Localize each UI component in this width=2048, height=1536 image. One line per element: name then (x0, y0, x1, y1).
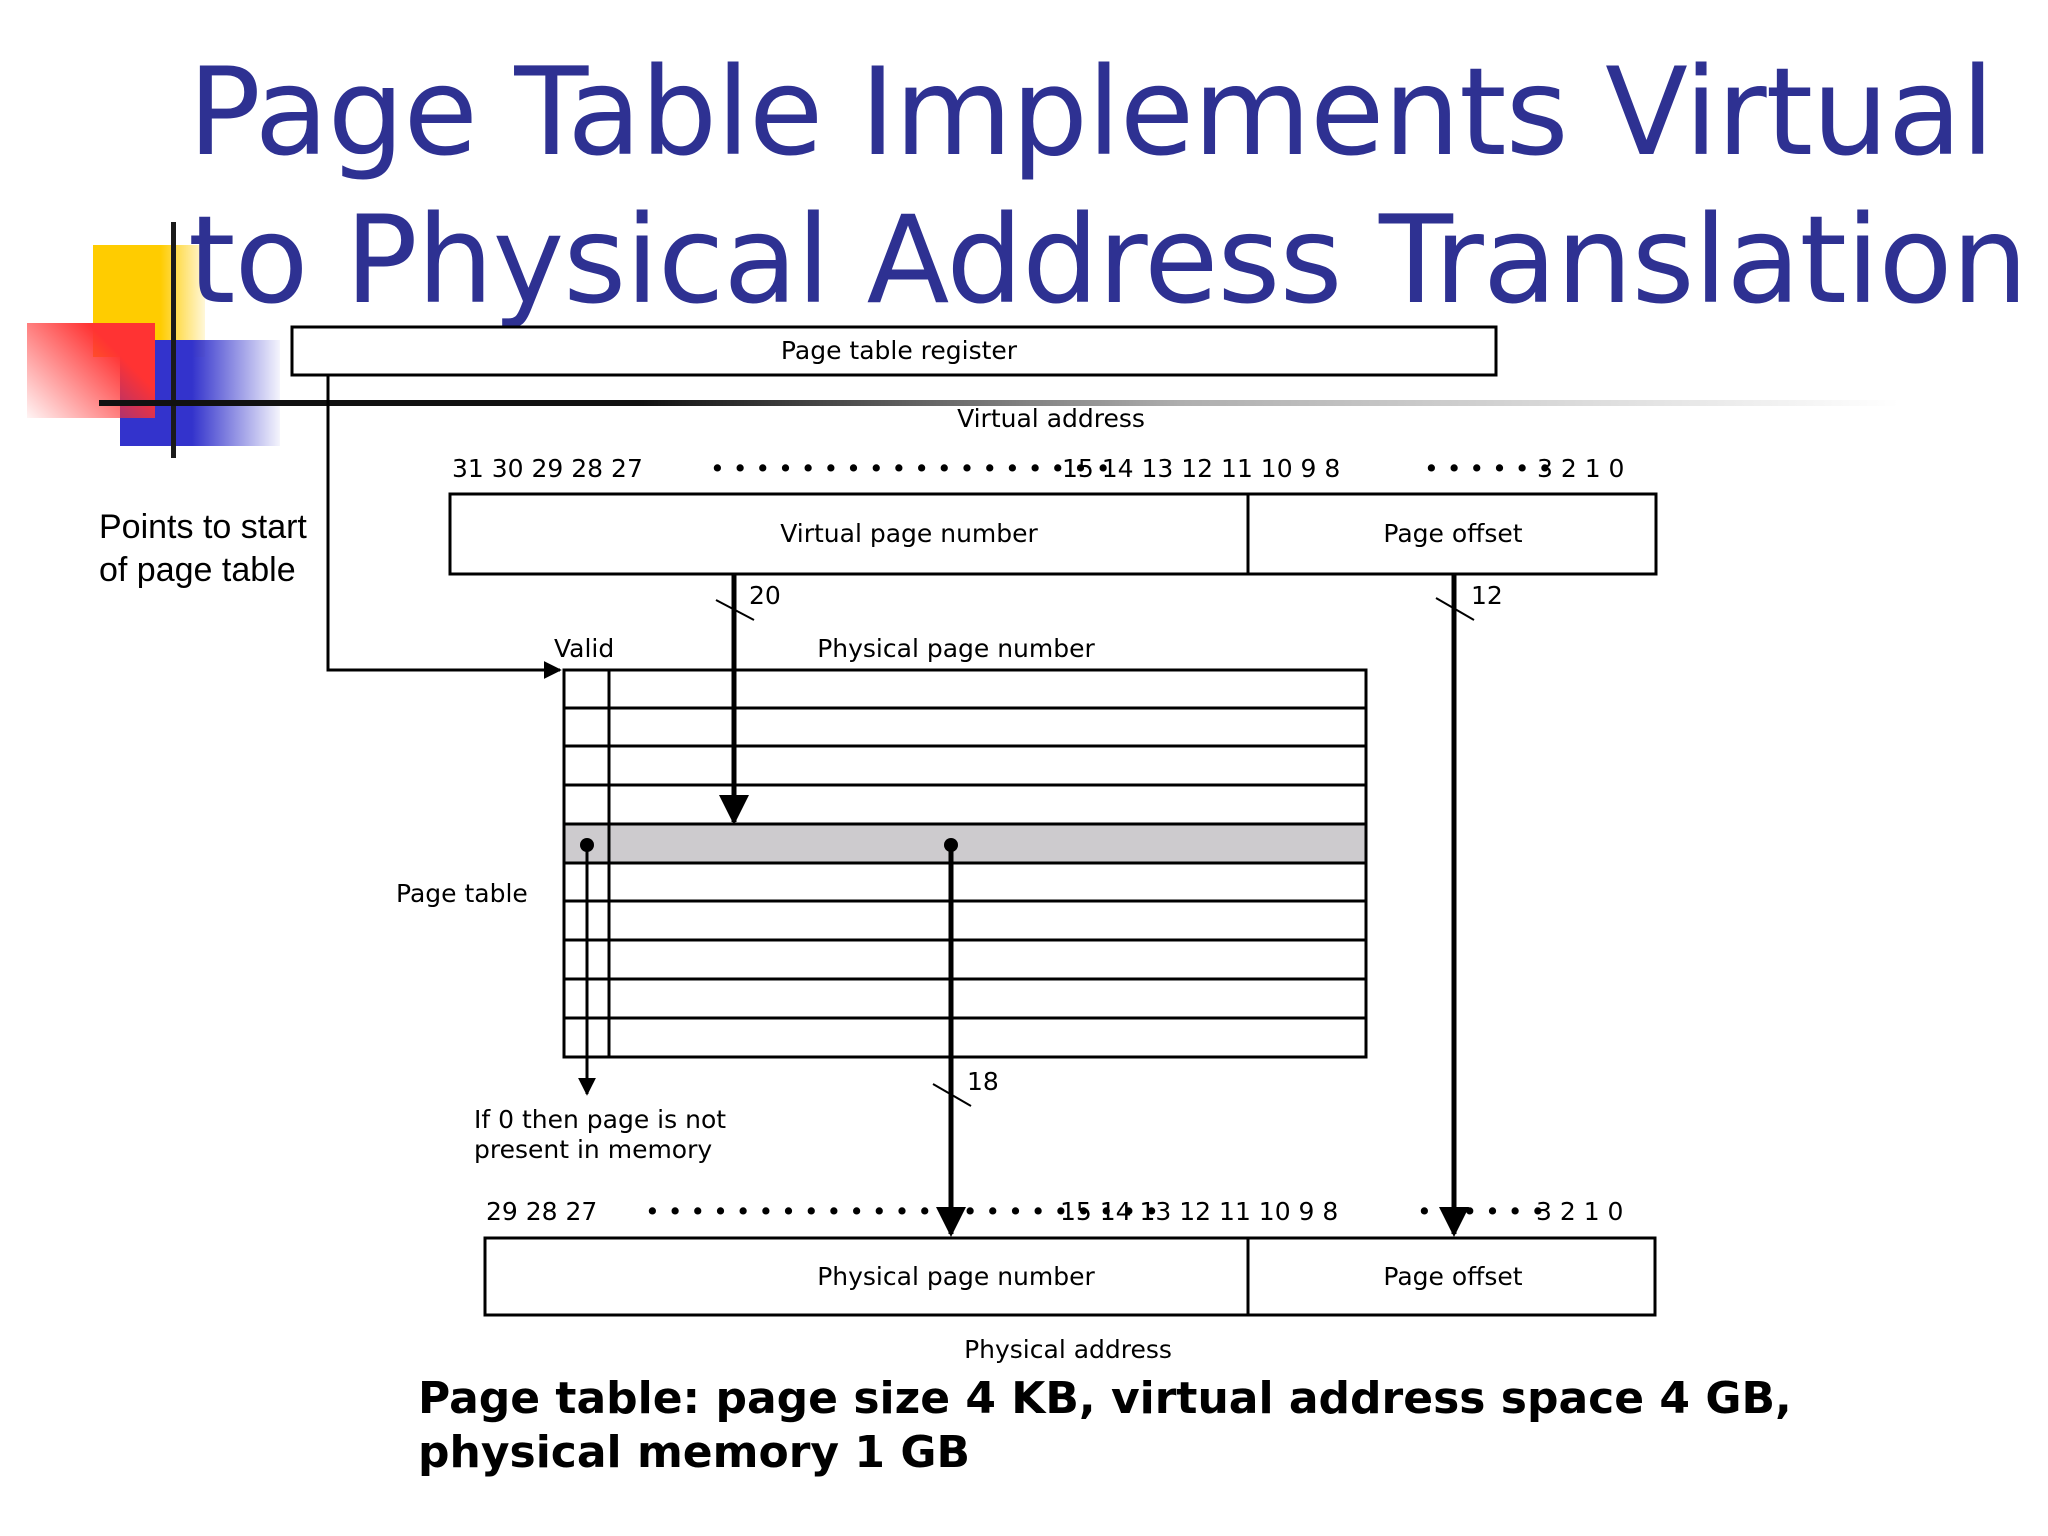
virtual-bits-dots-2: • • • • • • (1424, 454, 1552, 483)
virtual-address-box (448, 492, 1658, 576)
vpn-width-tick (715, 599, 755, 621)
physical-page-offset-label: Page offset (1383, 1262, 1522, 1291)
register-note: Points to start of page table (99, 506, 307, 592)
vpn-width-label: 20 (749, 581, 781, 610)
summary-caption: Page table: page size 4 KB, virtual addr… (418, 1372, 1792, 1480)
virtual-page-number-label: Virtual page number (780, 519, 1038, 548)
physical-address-label: Physical address (964, 1335, 1172, 1364)
page-table-highlighted-row (564, 824, 1366, 863)
offset-width-tick (1435, 597, 1475, 621)
virtual-bits-left: 31 30 29 28 27 (452, 454, 643, 483)
page-table-grid (562, 668, 1368, 1059)
page-table-register-label: Page table register (781, 336, 1018, 365)
virtual-bits-dots-1: • • • • • • • • • • • • • • • • • • (710, 454, 1111, 483)
register-to-table-line (326, 375, 562, 679)
ppn-width-label: 18 (967, 1067, 999, 1096)
physical-address-box (483, 1236, 1657, 1317)
summary-caption-line-2: physical memory 1 GB (418, 1427, 970, 1478)
physical-bits-dots-2: • • • • • • (1417, 1197, 1545, 1226)
deco-vertical-line (171, 222, 176, 458)
virtual-page-offset-label: Page offset (1383, 519, 1522, 548)
page-title-line-2: to Physical Address Translation (188, 190, 2028, 331)
physical-bits-mid: 15 14 13 12 11 10 9 8 (1060, 1197, 1338, 1226)
summary-caption-line-1: Page table: page size 4 KB, virtual addr… (418, 1373, 1792, 1424)
register-note-line-2: of page table (99, 551, 296, 589)
physical-page-number-header: Physical page number (817, 634, 1095, 663)
page-table-label: Page table (396, 879, 528, 908)
page-title-line-1: Page Table Implements Virtual (188, 42, 1994, 183)
virtual-bits-mid: 15 14 13 12 11 10 9 8 (1062, 454, 1340, 483)
register-note-line-1: Points to start (99, 508, 307, 546)
ppn-width-tick (932, 1083, 972, 1107)
invalid-note-line-2: present in memory (474, 1135, 712, 1164)
offset-width-label: 12 (1471, 581, 1503, 610)
invalid-note-line-1: If 0 then page is not (474, 1105, 726, 1134)
valid-column-header: Valid (554, 634, 614, 663)
page-table-register-box (290, 325, 1498, 377)
physical-page-number-label: Physical page number (817, 1262, 1095, 1291)
physical-bits-dots-1: • • • • • • • • • • • • • • • • • • • • … (645, 1197, 1159, 1226)
physical-bits-left: 29 28 27 (486, 1197, 597, 1226)
deco-horizontal-rule (99, 400, 1899, 406)
virtual-address-label: Virtual address (957, 404, 1145, 433)
virtual-bits-right: 3 2 1 0 (1537, 454, 1624, 483)
physical-bits-right: 3 2 1 0 (1536, 1197, 1623, 1226)
